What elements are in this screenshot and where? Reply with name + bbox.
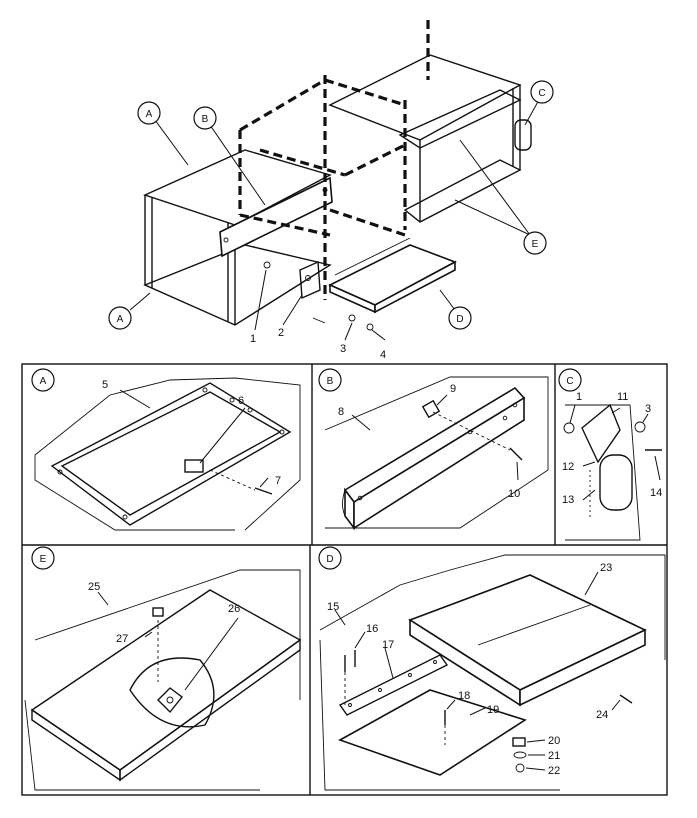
screw-4 [366, 323, 374, 331]
detail-c-label-3: 3 [645, 403, 651, 415]
item-label-1: 1 [250, 333, 256, 345]
callout-e: E [523, 231, 547, 255]
item-label-4: 4 [380, 349, 386, 361]
detail-d-label-22: 22 [548, 765, 560, 777]
detail-d-label-16: 16 [366, 623, 378, 635]
detail-b-label-9: 9 [450, 383, 456, 395]
detail-d-letter: D [326, 554, 333, 565]
callout-a-bottom: A [108, 306, 132, 330]
callout-c: C [530, 80, 554, 104]
svg-text:B: B [202, 114, 209, 125]
detail-c-label-11: 11 [617, 391, 628, 403]
detail-c-label-1: 1 [576, 391, 582, 403]
front-panel-b [219, 176, 333, 258]
detail-d-label-18: 18 [458, 690, 470, 702]
dashed-middle-frame [238, 20, 430, 300]
detail-a-label-7: 7 [275, 475, 281, 487]
item-label-3: 3 [340, 343, 346, 355]
detail-b-label-10: 10 [508, 488, 520, 500]
detail-a-label-6: 6 [238, 395, 244, 407]
shelf-d [328, 237, 457, 314]
callout-b: B [193, 106, 217, 130]
detail-a-label-5: 5 [102, 379, 108, 391]
detail-e-label-27: 27 [116, 633, 128, 645]
detail-c-label-14: 14 [650, 487, 662, 499]
detail-e-label-25: 25 [88, 581, 100, 593]
item-label-2: 2 [278, 327, 284, 339]
svg-text:A: A [146, 109, 153, 120]
svg-text:D: D [456, 314, 463, 325]
right-rack-frame [328, 54, 522, 223]
detail-d: D 15 16 17 23 18 19 20 21 22 24 [318, 546, 666, 791]
detail-c-label-13: 13 [562, 494, 574, 506]
washer-3 [348, 314, 356, 322]
detail-c-letter: C [566, 376, 573, 387]
bracket-2 [299, 260, 321, 300]
detail-d-label-21: 21 [548, 750, 560, 762]
callout-d: D [448, 306, 472, 330]
detail-c-label-12: 12 [562, 461, 574, 473]
svg-text:A: A [117, 314, 124, 325]
detail-e: E 25 27 26 [24, 546, 302, 791]
detail-grid [21, 363, 668, 796]
detail-d-label-17: 17 [382, 639, 394, 651]
detail-d-label-19: 19 [487, 704, 499, 716]
detail-d-label-15: 15 [327, 601, 339, 613]
detail-d-label-23: 23 [600, 562, 612, 574]
detail-b: B 8 9 10 [318, 368, 549, 531]
detail-d-label-20: 20 [548, 735, 560, 747]
detail-a-letter: A [40, 376, 47, 387]
detail-c: C 1 11 3 12 13 14 [558, 368, 662, 541]
svg-text:C: C [538, 88, 545, 99]
svg-text:E: E [532, 239, 539, 250]
clip-c [514, 119, 532, 151]
detail-b-label-8: 8 [338, 406, 344, 418]
detail-a: A 5 6 7 [31, 368, 301, 531]
nut-1 [263, 261, 271, 269]
callout-a-top: A [137, 101, 161, 125]
overview-assembly: A B A C D E 1 2 3 4 [108, 20, 554, 361]
detail-e-letter: E [40, 554, 47, 565]
detail-b-letter: B [327, 376, 334, 387]
detail-d-label-24: 24 [596, 709, 608, 721]
detail-e-label-26: 26 [228, 603, 240, 615]
